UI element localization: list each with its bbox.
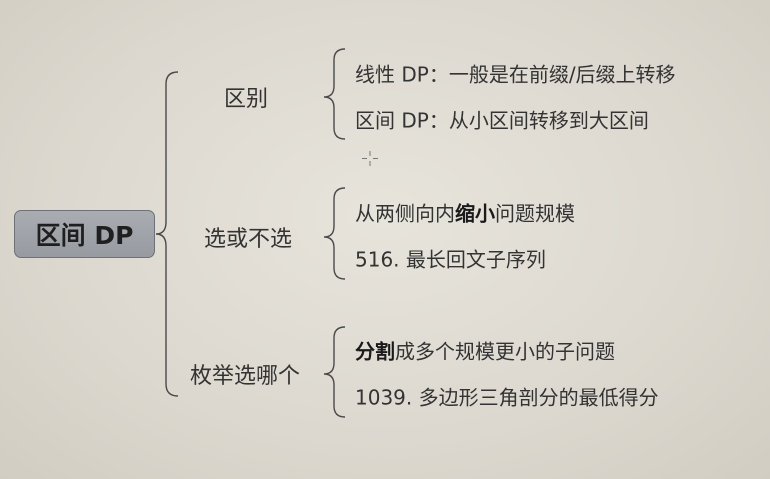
leaf-problem-516[interactable]: 516. 最长回文子序列 (355, 244, 546, 273)
branch-node-choose-or-not[interactable]: 选或不选 (204, 227, 293, 252)
leaf-text: 成多个规模更小的子问题 (395, 339, 615, 364)
leaf-bold-keyword: 缩小 (455, 201, 495, 226)
leaf-text: 线性 DP：一般是在前缀/后缀上转移 (355, 62, 676, 87)
branch-brace-2 (323, 187, 346, 280)
branch-node-difference[interactable]: 区别 (224, 87, 269, 112)
leaf-bold-keyword: 分割 (355, 339, 395, 364)
root-node[interactable]: 区间 DP (14, 210, 155, 258)
leaf-shrink-problem[interactable]: 从两侧向内缩小问题规模 (355, 198, 575, 227)
leaf-text-pre: 从两侧向内 (355, 201, 455, 226)
leaf-problem-1039[interactable]: 1039. 多边形三角剖分的最低得分 (355, 382, 659, 411)
branch-brace-1 (323, 48, 346, 140)
leaf-text: 516. 最长回文子序列 (355, 247, 546, 272)
leaf-split-subproblems[interactable]: 分割成多个规模更小的子问题 (355, 336, 615, 365)
branch-brace-3 (323, 326, 346, 418)
crosshair-cursor-icon (362, 151, 378, 166)
leaf-linear-dp[interactable]: 线性 DP：一般是在前缀/后缀上转移 (355, 59, 676, 88)
leaf-interval-dp[interactable]: 区间 DP：从小区间转移到大区间 (355, 105, 649, 134)
root-brace (155, 71, 179, 397)
leaf-text: 问题规模 (495, 201, 575, 226)
branch-node-enumerate-choice[interactable]: 枚举选哪个 (190, 364, 301, 389)
leaf-text: 1039. 多边形三角剖分的最低得分 (355, 385, 659, 410)
leaf-text: 区间 DP：从小区间转移到大区间 (355, 108, 649, 133)
